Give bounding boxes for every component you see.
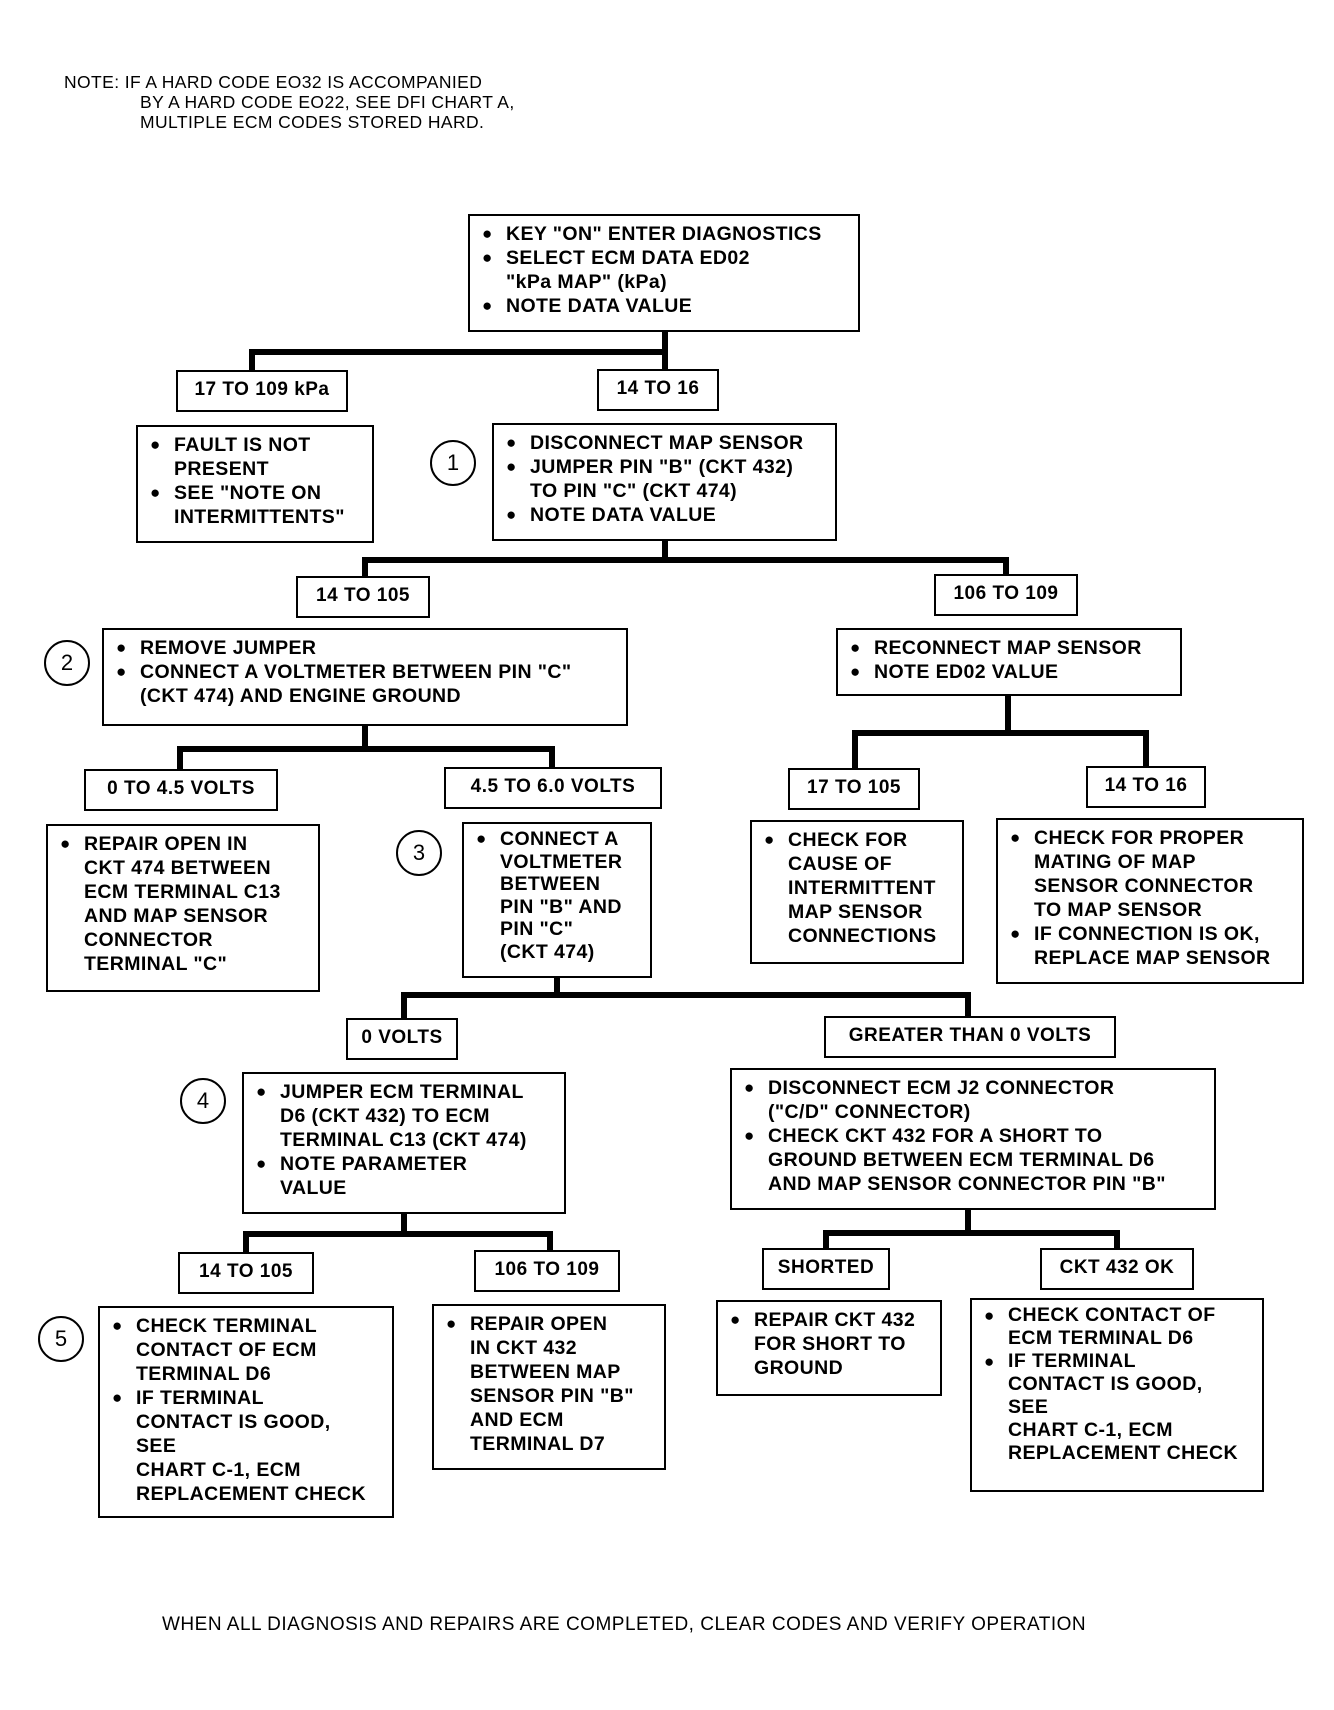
node-bullet: RECONNECT MAP SENSOR: [850, 636, 1170, 660]
node-bullet: IF TERMINAL CONTACT IS GOOD, SEE CHART C…: [984, 1350, 1252, 1465]
node-bullet: JUMPER PIN "B" (CKT 432) TO PIN "C" (CKT…: [506, 455, 825, 503]
step-marker-4: 4: [180, 1078, 226, 1124]
node-bullet: DISCONNECT MAP SENSOR: [506, 431, 825, 455]
label-14-to-105-b: 14 TO 105: [178, 1252, 314, 1294]
node-disconnect-ecm-j2: DISCONNECT ECM J2 CONNECTOR ("C/D" CONNE…: [730, 1068, 1216, 1210]
node-bullet: REPAIR OPEN IN CKT 474 BETWEEN ECM TERMI…: [60, 832, 308, 976]
node-bullet: NOTE ED02 VALUE: [850, 660, 1170, 684]
note-line: MULTIPLE ECM CODES STORED HARD.: [140, 112, 485, 132]
label-14-to-105: 14 TO 105: [296, 576, 430, 618]
label-greater-than-0-volts: GREATER THAN 0 VOLTS: [824, 1016, 1116, 1058]
node-bullet: NOTE DATA VALUE: [482, 294, 848, 318]
node-connect-voltmeter-b-c: CONNECT A VOLTMETER BETWEEN PIN "B" AND …: [462, 822, 652, 978]
connector: [823, 1230, 1120, 1257]
note-line: BY A HARD CODE EO22, SEE DFI CHART A,: [140, 92, 515, 112]
node-fault-not-present: FAULT IS NOT PRESENT SEE "NOTE ON INTERM…: [136, 425, 374, 543]
label-0-to-4-5-volts: 0 TO 4.5 VOLTS: [84, 769, 278, 811]
node-bullet: CHECK CKT 432 FOR A SHORT TO GROUND BETW…: [744, 1124, 1204, 1196]
node-repair-open-ckt-432: REPAIR OPEN IN CKT 432 BETWEEN MAP SENSO…: [432, 1304, 666, 1470]
node-bullet: NOTE PARAMETER VALUE: [256, 1152, 554, 1200]
footer-instruction: WHEN ALL DIAGNOSIS AND REPAIRS ARE COMPL…: [162, 1614, 1087, 1635]
node-bullet: CHECK FOR CAUSE OF INTERMITTENT MAP SENS…: [764, 828, 952, 948]
node-bullet: NOTE DATA VALUE: [506, 503, 825, 527]
node-bullet: DISCONNECT ECM J2 CONNECTOR ("C/D" CONNE…: [744, 1076, 1204, 1124]
label-ckt-432-ok: CKT 432 OK: [1040, 1248, 1194, 1290]
label-14-to-16: 14 TO 16: [597, 369, 719, 411]
node-start: KEY "ON" ENTER DIAGNOSTICS SELECT ECM DA…: [468, 214, 860, 332]
label-4-5-to-6-0-volts: 4.5 TO 6.0 VOLTS: [444, 767, 662, 809]
note-text: NOTE: IF A HARD CODE EO32 IS ACCOMPANIED…: [64, 72, 515, 132]
node-check-intermittent: CHECK FOR CAUSE OF INTERMITTENT MAP SENS…: [750, 820, 964, 964]
node-bullet: SEE "NOTE ON INTERMITTENTS": [150, 481, 362, 529]
node-bullet: REMOVE JUMPER: [116, 636, 616, 660]
node-bullet: CHECK TERMINAL CONTACT OF ECM TERMINAL D…: [112, 1314, 382, 1386]
step-marker-1: 1: [430, 440, 476, 486]
connector: [249, 349, 668, 381]
step-marker-5: 5: [38, 1316, 84, 1362]
label-0-volts: 0 VOLTS: [346, 1018, 458, 1060]
label-14-to-16-b: 14 TO 16: [1086, 766, 1206, 808]
node-check-contact-d6: CHECK CONTACT OF ECM TERMINAL D6 IF TERM…: [970, 1298, 1264, 1492]
connector: [852, 730, 1149, 773]
node-remove-jumper: REMOVE JUMPER CONNECT A VOLTMETER BETWEE…: [102, 628, 628, 726]
node-bullet: REPAIR OPEN IN CKT 432 BETWEEN MAP SENSO…: [446, 1312, 654, 1456]
node-bullet: CONNECT A VOLTMETER BETWEEN PIN "B" AND …: [476, 828, 640, 963]
node-bullet: JUMPER ECM TERMINAL D6 (CKT 432) TO ECM …: [256, 1080, 554, 1152]
node-repair-short-ckt-432: REPAIR CKT 432 FOR SHORT TO GROUND: [716, 1300, 942, 1396]
node-check-terminal-d6: CHECK TERMINAL CONTACT OF ECM TERMINAL D…: [98, 1306, 394, 1518]
step-marker-3: 3: [396, 830, 442, 876]
label-17-to-109-kpa: 17 TO 109 kPa: [176, 370, 348, 412]
node-bullet: KEY "ON" ENTER DIAGNOSTICS: [482, 222, 848, 246]
label-106-to-109: 106 TO 109: [934, 574, 1078, 616]
node-bullet: REPAIR CKT 432 FOR SHORT TO GROUND: [730, 1308, 930, 1380]
note-line: NOTE: IF A HARD CODE EO32 IS ACCOMPANIED: [64, 72, 483, 92]
label-17-to-105: 17 TO 105: [788, 768, 920, 810]
node-bullet: IF CONNECTION IS OK, REPLACE MAP SENSOR: [1010, 922, 1292, 970]
node-repair-open-ckt-474: REPAIR OPEN IN CKT 474 BETWEEN ECM TERMI…: [46, 824, 320, 992]
node-bullet: FAULT IS NOT PRESENT: [150, 433, 362, 481]
connector: [362, 557, 1009, 585]
node-check-proper-mating: CHECK FOR PROPER MATING OF MAP SENSOR CO…: [996, 818, 1304, 984]
node-bullet: CONNECT A VOLTMETER BETWEEN PIN "C" (CKT…: [116, 660, 616, 708]
node-bullet: CHECK FOR PROPER MATING OF MAP SENSOR CO…: [1010, 826, 1292, 922]
node-bullet: CHECK CONTACT OF ECM TERMINAL D6: [984, 1304, 1252, 1350]
node-bullet: IF TERMINAL CONTACT IS GOOD, SEE CHART C…: [112, 1386, 382, 1506]
step-marker-2: 2: [44, 640, 90, 686]
node-bullet: SELECT ECM DATA ED02 "kPa MAP" (kPa): [482, 246, 848, 294]
node-reconnect-map-sensor: RECONNECT MAP SENSOR NOTE ED02 VALUE: [836, 628, 1182, 696]
connector: [177, 746, 555, 775]
label-shorted: SHORTED: [762, 1248, 890, 1290]
connector: [401, 992, 971, 1023]
node-jumper-ecm-terminal: JUMPER ECM TERMINAL D6 (CKT 432) TO ECM …: [242, 1072, 566, 1214]
connector: [243, 1231, 553, 1259]
node-disconnect-map-sensor: DISCONNECT MAP SENSOR JUMPER PIN "B" (CK…: [492, 423, 837, 541]
label-106-to-109-b: 106 TO 109: [474, 1250, 620, 1292]
